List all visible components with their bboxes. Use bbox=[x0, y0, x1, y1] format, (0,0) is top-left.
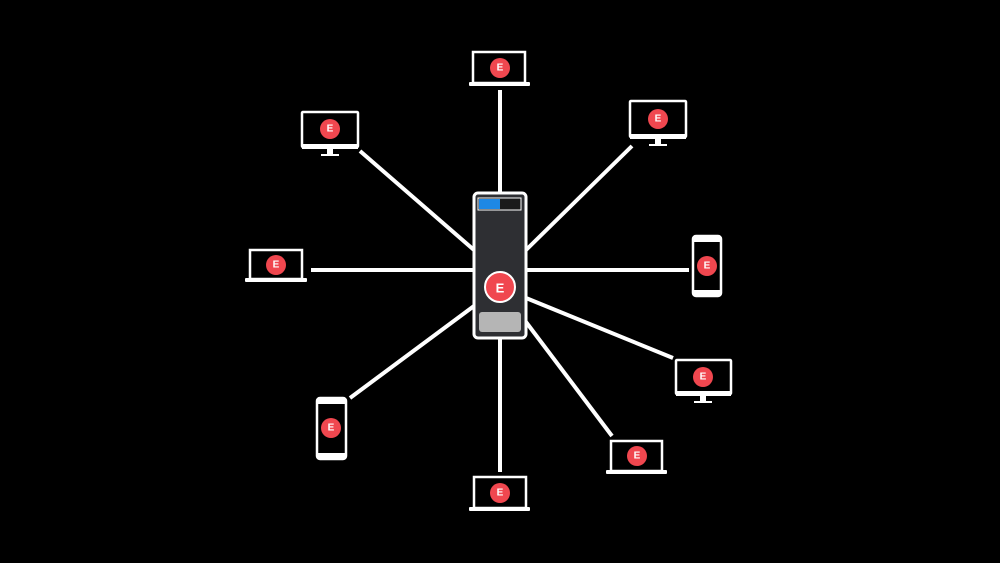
app-badge-icon bbox=[627, 446, 647, 466]
monitor-chin bbox=[630, 134, 686, 139]
monitor-stand bbox=[327, 149, 333, 155]
app-badge-label: E bbox=[634, 451, 641, 462]
device-laptop: E bbox=[469, 50, 530, 86]
monitor-foot bbox=[694, 401, 712, 403]
device-monitor: E bbox=[628, 99, 688, 146]
link-top-left-monitor bbox=[358, 149, 476, 252]
laptop-base bbox=[606, 470, 667, 474]
device-laptop: E bbox=[606, 439, 667, 474]
server-badge-label: E bbox=[496, 281, 505, 296]
device-monitor: E bbox=[300, 110, 360, 156]
laptop-base bbox=[245, 278, 307, 282]
phone-bottom-bezel bbox=[693, 290, 721, 296]
app-badge-icon bbox=[697, 256, 717, 276]
connections bbox=[311, 90, 689, 472]
server-drive-panel bbox=[479, 312, 521, 332]
device-laptop: E bbox=[469, 475, 530, 511]
app-badge-icon bbox=[648, 109, 668, 129]
app-badge-label: E bbox=[497, 488, 504, 499]
app-badge-label: E bbox=[328, 423, 335, 434]
phone-bottom-bezel bbox=[317, 453, 346, 459]
link-right-monitor bbox=[525, 296, 674, 360]
app-badge-icon bbox=[490, 58, 510, 78]
monitor-foot bbox=[649, 144, 667, 146]
monitor-stand bbox=[700, 396, 706, 402]
server-body bbox=[472, 191, 528, 340]
device-monitor: E bbox=[674, 358, 733, 403]
laptop-base bbox=[469, 507, 530, 511]
link-top-right-monitor bbox=[524, 144, 634, 252]
server-status-fill bbox=[479, 199, 500, 209]
app-badge-label: E bbox=[497, 63, 504, 74]
server-badge bbox=[484, 271, 516, 303]
app-badge-icon bbox=[321, 418, 341, 438]
app-badge-label: E bbox=[327, 124, 334, 135]
link-bottom-left-phone bbox=[348, 304, 476, 400]
app-badge-label: E bbox=[704, 261, 711, 272]
app-badge-icon bbox=[693, 367, 713, 387]
monitor-stand bbox=[655, 139, 661, 145]
monitor-foot bbox=[321, 154, 339, 156]
phone-top-bezel bbox=[693, 236, 721, 242]
device-laptop: E bbox=[245, 248, 307, 282]
monitor-chin bbox=[302, 144, 358, 149]
device-phone: E bbox=[315, 396, 348, 461]
laptop-base bbox=[469, 82, 530, 86]
app-badge-label: E bbox=[655, 114, 662, 125]
app-badge-icon bbox=[266, 255, 286, 275]
monitor-chin bbox=[676, 391, 731, 396]
phone-top-bezel bbox=[317, 398, 346, 404]
device-phone: E bbox=[691, 234, 723, 298]
app-badge-label: E bbox=[273, 260, 280, 271]
app-badge-icon bbox=[320, 119, 340, 139]
link-bottom-right-laptop bbox=[524, 320, 614, 438]
app-badge-icon bbox=[490, 483, 510, 503]
server-hub: E bbox=[472, 191, 528, 340]
app-badge-label: E bbox=[700, 372, 707, 383]
